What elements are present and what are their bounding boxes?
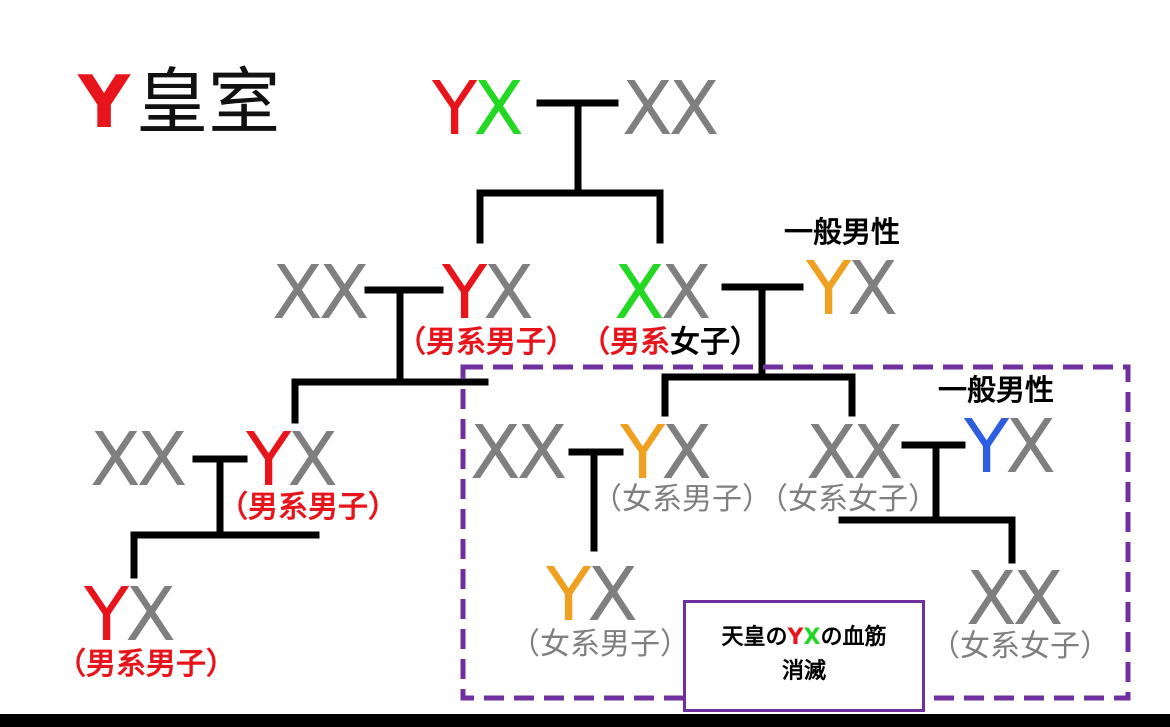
label-gen3-d-daughter: （女系女子） [758, 482, 938, 517]
node-gen2-wife: XX [272, 250, 369, 336]
node-commoner-1: YX [806, 246, 898, 332]
label-gen4-son: （男系男子） [56, 647, 236, 682]
node-gen3-d-daughter: XX [806, 410, 903, 496]
node-gen3-d-son: YX [620, 410, 712, 496]
bottom-bar [0, 714, 1170, 727]
node-gen2-son: YX [442, 250, 534, 336]
node-gen4-d-son: YX [546, 552, 638, 638]
node-gen3-wife: XX [90, 417, 187, 503]
node-root-emperor: YX [432, 66, 524, 152]
node-gen3-d-wife: XX [470, 410, 567, 496]
node-gen2-daughter: XX [614, 250, 711, 336]
label-gen3-d-son: （女系男子） [592, 482, 772, 517]
title-text: 皇室 [136, 60, 281, 144]
note-commoner-1: 一般男性 [784, 215, 901, 249]
label-gen4-d-son: （女系男子） [510, 627, 690, 662]
node-gen4-d-daughter: XX [966, 556, 1063, 642]
node-commoner-2: YX [964, 404, 1056, 490]
notice-box: 天皇のYXの血筋 消滅 [683, 600, 925, 712]
node-gen3-son: YX [246, 417, 338, 503]
label-gen3-son: （男系男子） [218, 490, 398, 525]
node-root-spouse: XX [622, 66, 719, 152]
notice-line-2: 消滅 [781, 659, 826, 685]
label-gen4-d-daughter: （女系女子） [930, 629, 1110, 664]
title-y-letter: Y [78, 60, 131, 144]
notice-line-1: 天皇のYXの血筋 [721, 625, 887, 650]
node-gen4-son: YX [84, 572, 176, 658]
label-gen2-son: （男系男子） [396, 325, 576, 360]
label-gen2-daughter: （男系女子） [580, 325, 760, 360]
diagram-title: Y皇室 [78, 66, 280, 138]
note-commoner-2: 一般男性 [938, 373, 1055, 407]
